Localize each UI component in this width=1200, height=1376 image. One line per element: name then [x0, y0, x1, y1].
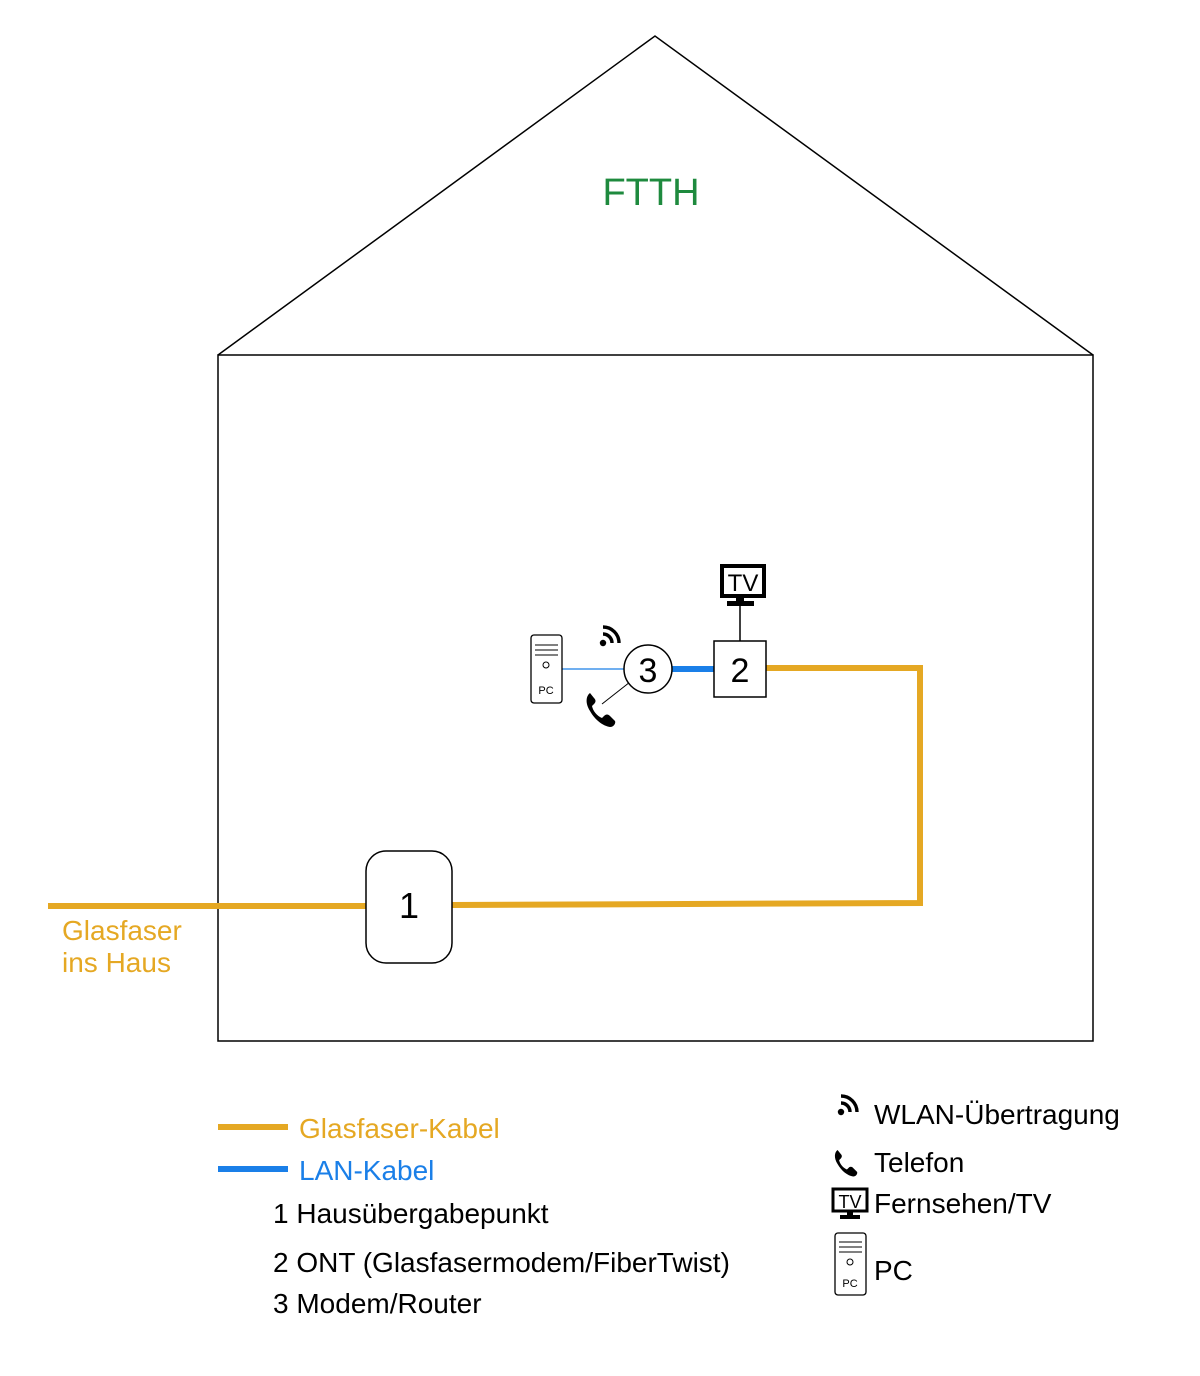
fiber-label-line2: ins Haus	[62, 947, 171, 978]
house-body	[217, 354, 1094, 1042]
legend-lan-label: LAN-Kabel	[299, 1155, 434, 1186]
pc-icon-text: PC	[538, 685, 553, 697]
node-2-label: 2	[731, 652, 750, 690]
legend-pc-icon: PC	[834, 1232, 867, 1296]
legend-wlan-label: WLAN-Übertragung	[874, 1099, 1120, 1130]
pc-icon: PC	[530, 634, 563, 704]
tv-icon: TV	[720, 564, 766, 606]
legend-pc-label: PC	[874, 1255, 913, 1286]
legend-tv-label: Fernsehen/TV	[874, 1188, 1052, 1219]
node-3-circle	[623, 644, 673, 694]
legend-tv-icon-text: TV	[838, 1192, 861, 1212]
legend-fiber-label: Glasfaser-Kabel	[299, 1113, 500, 1144]
node-1-label: 1	[399, 885, 419, 926]
node-1-box	[365, 850, 453, 964]
legend-item-2: 2 ONT (Glasfasermodem/FiberTwist)	[273, 1247, 730, 1278]
legend-phone-icon	[834, 1150, 858, 1177]
wlan-icon	[598, 625, 621, 648]
legend-phone-label: Telefon	[874, 1147, 964, 1178]
legend-tv-icon: TV	[831, 1187, 869, 1219]
phone-connection-line	[601, 681, 631, 705]
node-3-label: 3	[639, 652, 658, 690]
legend-wlan-icon	[836, 1094, 859, 1117]
legend-item-3: 3 Modem/Router	[273, 1288, 482, 1319]
fiber-cable-inner	[451, 665, 923, 908]
tv-icon-text: TV	[728, 570, 759, 597]
legend-item-1: 1 Hausübergabepunkt	[273, 1198, 549, 1229]
legend-pc-icon-text: PC	[842, 1278, 857, 1290]
diagram-title: FTTH	[602, 172, 699, 214]
fiber-label-line1: Glasfaser	[62, 915, 182, 946]
house-roof	[217, 35, 1094, 356]
phone-icon	[586, 693, 616, 727]
